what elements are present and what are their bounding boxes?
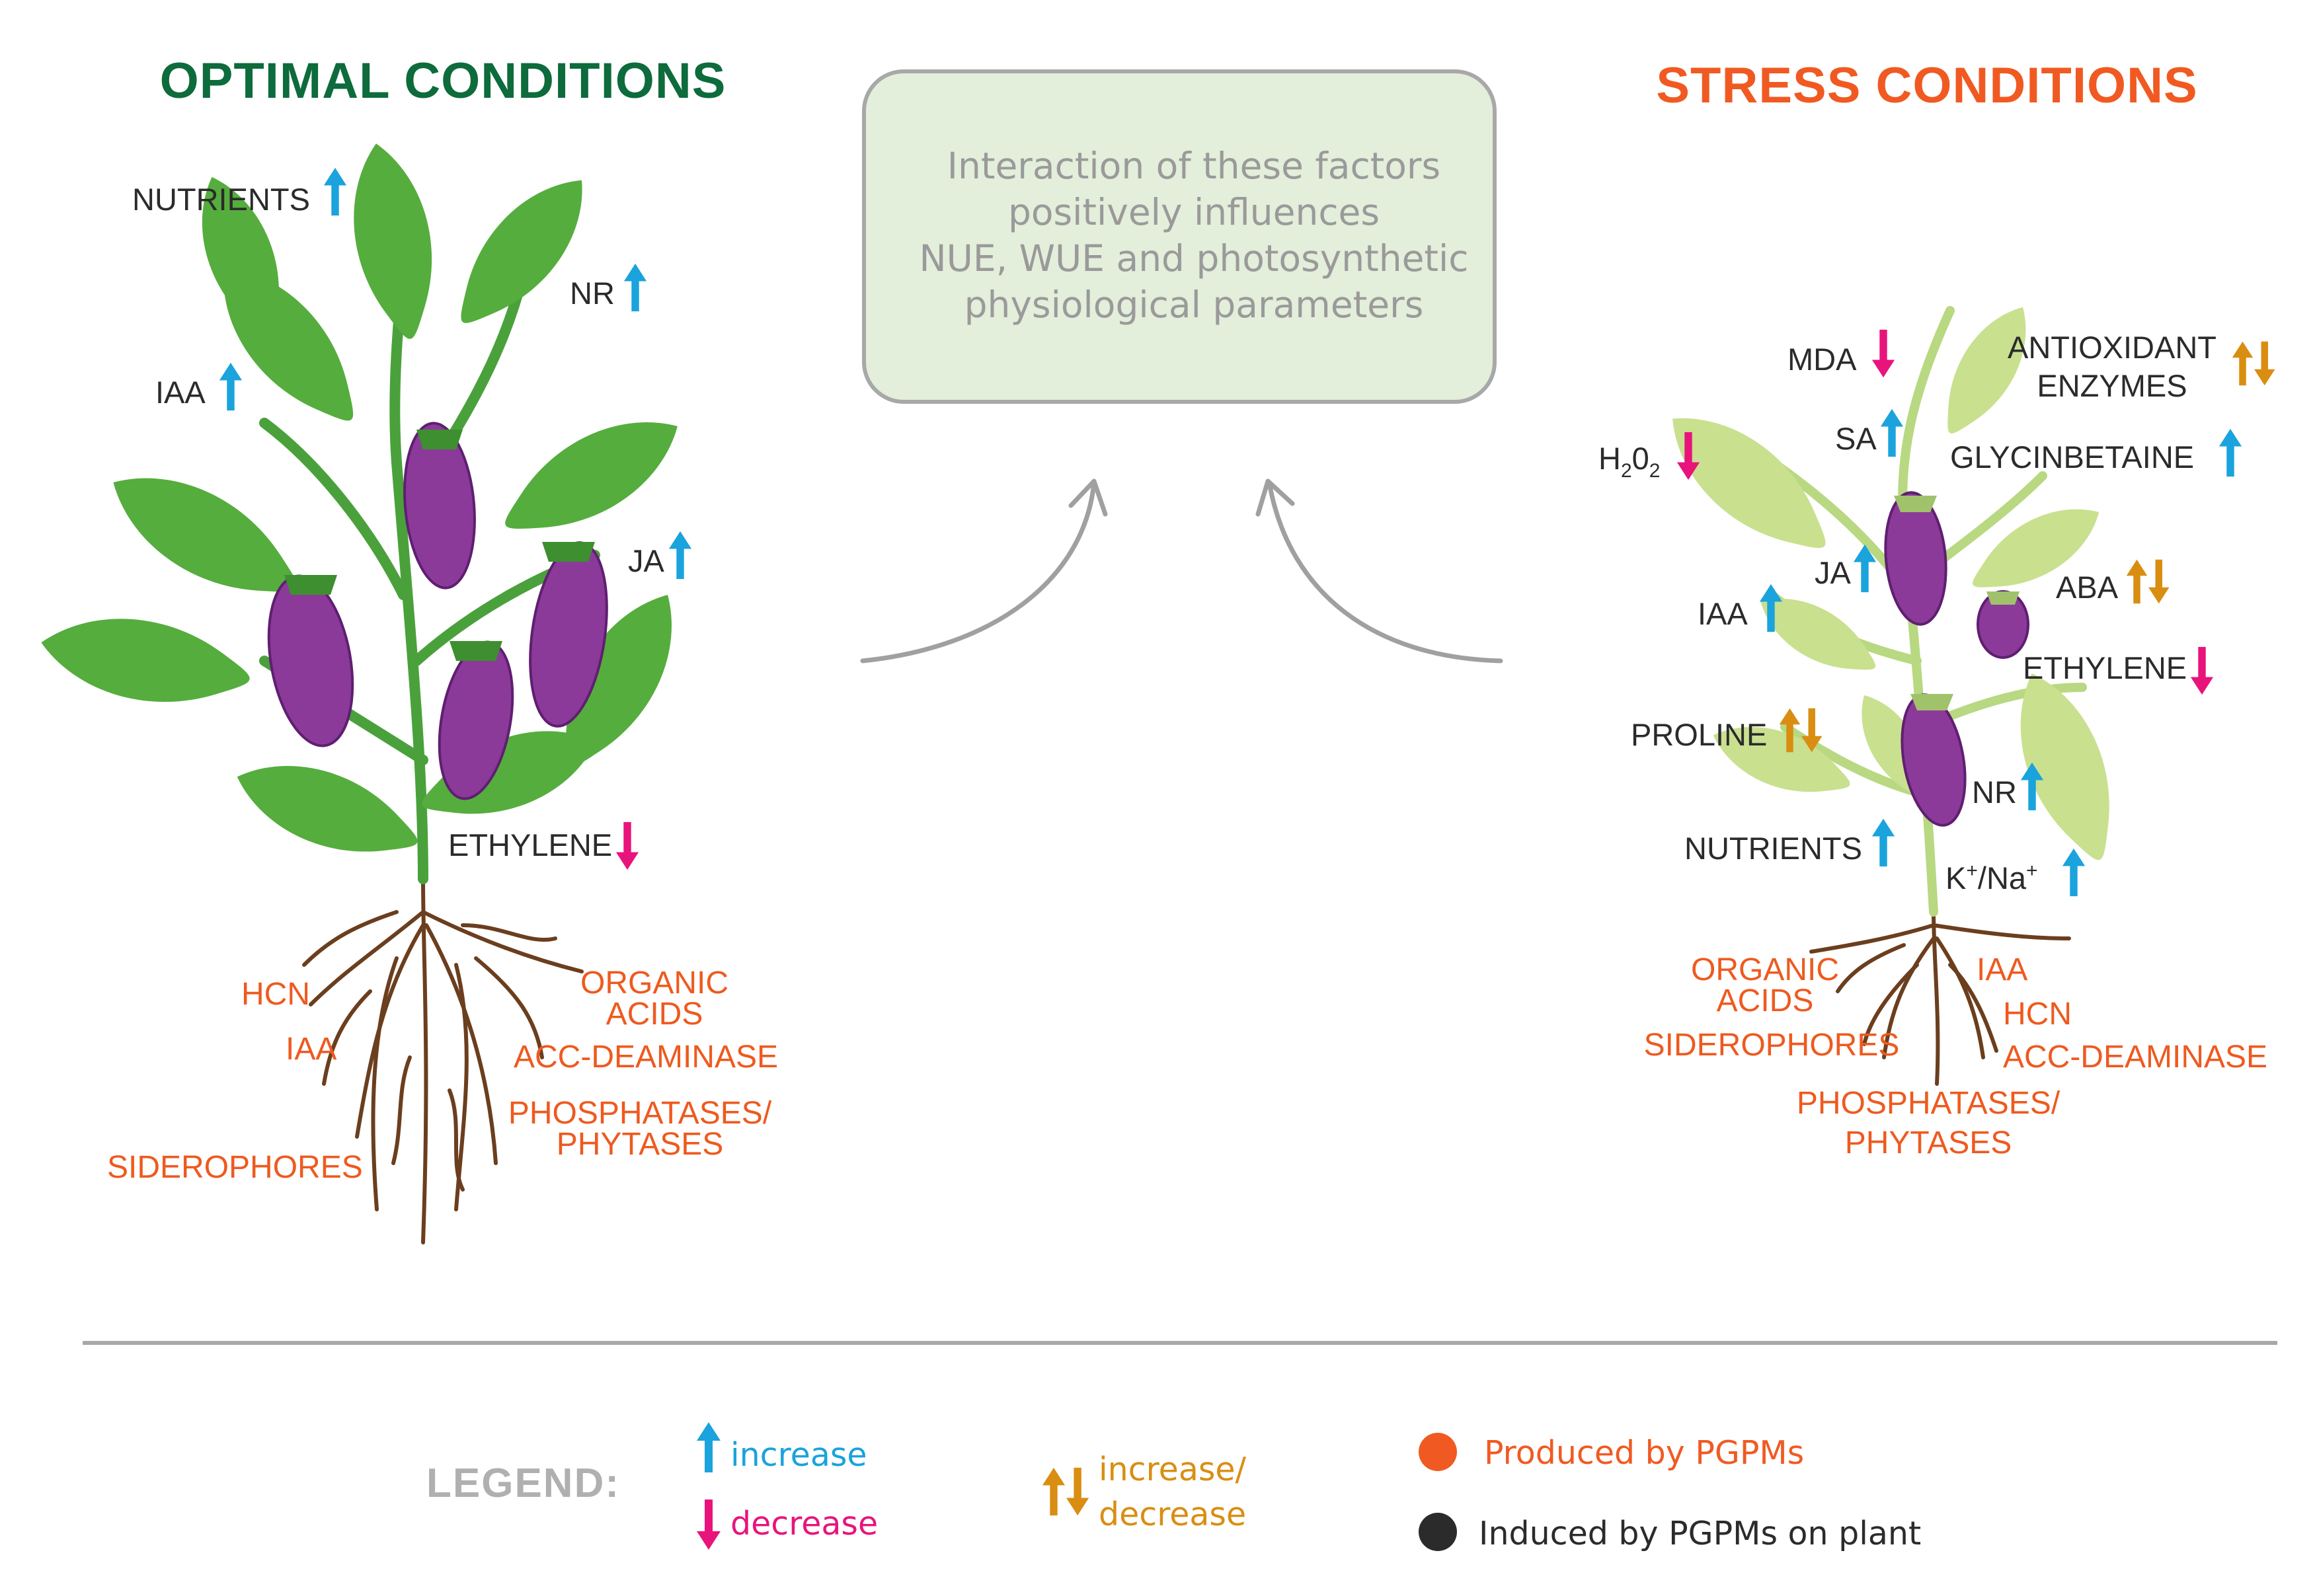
stress-root-hcn: HCN bbox=[2003, 997, 2072, 1032]
increase-arrow-icon bbox=[1871, 818, 1895, 867]
legend-inc-dec-2: decrease bbox=[1099, 1496, 1246, 1533]
optimal-ethylene-label: ETHYLENE bbox=[448, 821, 639, 870]
center-box-line-4: physiological parameters bbox=[964, 284, 1424, 326]
legend: LEGEND: increase decrease increase/ decr… bbox=[426, 1422, 1921, 1552]
svg-text:NUTRIENTS: NUTRIENTS bbox=[132, 182, 310, 217]
optimal-root-hcn: HCN bbox=[241, 977, 310, 1012]
stress-root-organic-acids-1: ORGANIC bbox=[1691, 952, 1839, 987]
stress-nutrients-label: NUTRIENTS bbox=[1684, 818, 1895, 867]
stress-h2o2-label: H202 bbox=[1598, 432, 1700, 482]
stress-antioxidant-label: ANTIOXIDANT ENZYMES bbox=[2008, 330, 2275, 403]
stress-root-siderophores: SIDEROPHORES bbox=[1644, 1028, 1900, 1063]
svg-text:ETHYLENE: ETHYLENE bbox=[448, 827, 612, 862]
stress-roots bbox=[1809, 910, 2071, 1086]
optimal-root-phosphatases-1: PHOSPHATASES/ bbox=[508, 1096, 772, 1131]
stress-mda-label: MDA bbox=[1787, 329, 1895, 378]
legend-produced: Produced by PGPMs bbox=[1484, 1434, 1804, 1472]
increase-arrow-icon bbox=[668, 531, 692, 580]
svg-text:JA: JA bbox=[628, 543, 665, 578]
svg-text:SA: SA bbox=[1835, 421, 1877, 456]
stress-proline-label: PROLINE bbox=[1631, 708, 1823, 753]
svg-text:K+/Na+: K+/Na+ bbox=[1945, 860, 2038, 895]
stress-iaa-label: IAA bbox=[1698, 584, 1783, 632]
decrease-arrow-icon bbox=[697, 1500, 721, 1550]
stress-root-phosphatases-1: PHOSPHATASES/ bbox=[1797, 1086, 2060, 1121]
legend-decrease: decrease bbox=[730, 1505, 878, 1542]
optimal-nutrients-label: NUTRIENTS bbox=[132, 167, 347, 217]
svg-text:ENZYMES: ENZYMES bbox=[2037, 368, 2187, 403]
stress-sa-label: SA bbox=[1835, 408, 1904, 457]
stress-ja-label: JA bbox=[1815, 544, 1877, 593]
stress-plant-illustration bbox=[1648, 293, 2135, 1086]
svg-text:NUTRIENTS: NUTRIENTS bbox=[1684, 831, 1862, 866]
produced-dot-icon bbox=[1419, 1433, 1457, 1471]
optimal-nr-label: NR bbox=[570, 263, 647, 312]
stress-root-organic-acids-2: ACIDS bbox=[1717, 983, 1814, 1018]
optimal-root-phosphatases-2: PHYTASES bbox=[557, 1127, 724, 1162]
svg-text:NR: NR bbox=[1972, 775, 2017, 810]
svg-text:H202: H202 bbox=[1598, 441, 1660, 482]
svg-text:ABA: ABA bbox=[2056, 570, 2119, 605]
stress-aba-label: ABA bbox=[2056, 559, 2170, 605]
stress-glycinbetaine-label: GLYCINBETAINE bbox=[1950, 428, 2242, 477]
svg-text:MDA: MDA bbox=[1787, 342, 1857, 377]
optimal-ja-label: JA bbox=[628, 531, 692, 580]
svg-text:GLYCINBETAINE: GLYCINBETAINE bbox=[1950, 439, 2194, 475]
increase-arrow-icon bbox=[2218, 428, 2242, 477]
increase-arrow-icon bbox=[697, 1422, 721, 1472]
increase-arrow-icon bbox=[1880, 408, 1904, 457]
increase-arrow-icon bbox=[2062, 848, 2086, 897]
center-box-line-2: positively influences bbox=[1008, 191, 1380, 233]
optimal-conditions-title: OPTIMAL CONDITIONS bbox=[160, 53, 726, 109]
center-box-line-1: Interaction of these factors bbox=[947, 145, 1440, 187]
stress-nr-label: NR bbox=[1972, 762, 2044, 811]
left-curved-arrow bbox=[860, 478, 1108, 664]
increase-arrow-icon bbox=[323, 167, 347, 216]
optimal-plant-illustration bbox=[34, 137, 700, 1244]
stress-root-iaa: IAA bbox=[1977, 952, 2027, 987]
legend-inc-dec-1: increase/ bbox=[1099, 1451, 1247, 1488]
stress-k-na-label: K+/Na+ bbox=[1945, 848, 2086, 897]
svg-text:IAA: IAA bbox=[1698, 596, 1748, 631]
legend-title: LEGEND: bbox=[426, 1461, 620, 1506]
increase-decrease-arrow-icon bbox=[2232, 341, 2275, 386]
stress-root-acc-deaminase: ACC-DEAMINASE bbox=[2003, 1040, 2267, 1075]
stress-root-phosphatases-2: PHYTASES bbox=[1845, 1125, 2012, 1160]
decrease-arrow-icon bbox=[615, 821, 639, 870]
increase-arrow-icon bbox=[623, 263, 647, 312]
optimal-roots bbox=[302, 877, 584, 1244]
increase-decrease-arrow-icon bbox=[2126, 559, 2170, 604]
increase-arrow-icon bbox=[219, 362, 243, 411]
optimal-root-organic-acids-2: ACIDS bbox=[606, 997, 703, 1032]
induced-dot-icon bbox=[1419, 1513, 1457, 1551]
svg-text:JA: JA bbox=[1815, 555, 1852, 590]
right-curved-arrow bbox=[1255, 478, 1503, 664]
svg-text:ANTIOXIDANT: ANTIOXIDANT bbox=[2008, 330, 2217, 365]
optimal-root-organic-acids-1: ORGANIC bbox=[580, 966, 728, 1001]
decrease-arrow-icon bbox=[1871, 329, 1895, 378]
optimal-iaa-label: IAA bbox=[155, 362, 243, 411]
legend-increase: increase bbox=[730, 1436, 867, 1474]
legend-induced: Induced by PGPMs on plant bbox=[1479, 1515, 1921, 1552]
optimal-root-acc-deaminase: ACC-DEAMINASE bbox=[514, 1040, 778, 1075]
decrease-arrow-icon bbox=[2190, 646, 2214, 695]
svg-text:IAA: IAA bbox=[155, 375, 206, 410]
center-box-line-3: NUE, WUE and photosynthetic bbox=[920, 237, 1469, 280]
stress-ethylene-label: ETHYLENE bbox=[2023, 646, 2214, 695]
optimal-root-siderophores: SIDEROPHORES bbox=[107, 1150, 363, 1185]
center-info-box: Interaction of these factors positively … bbox=[862, 69, 1497, 404]
optimal-root-iaa: IAA bbox=[286, 1032, 336, 1067]
increase-decrease-arrow-icon bbox=[1042, 1467, 1089, 1516]
svg-text:PROLINE: PROLINE bbox=[1631, 717, 1767, 752]
stress-conditions-title: STRESS CONDITIONS bbox=[1656, 57, 2197, 114]
svg-text:ETHYLENE: ETHYLENE bbox=[2023, 650, 2187, 685]
svg-text:NR: NR bbox=[570, 276, 615, 311]
